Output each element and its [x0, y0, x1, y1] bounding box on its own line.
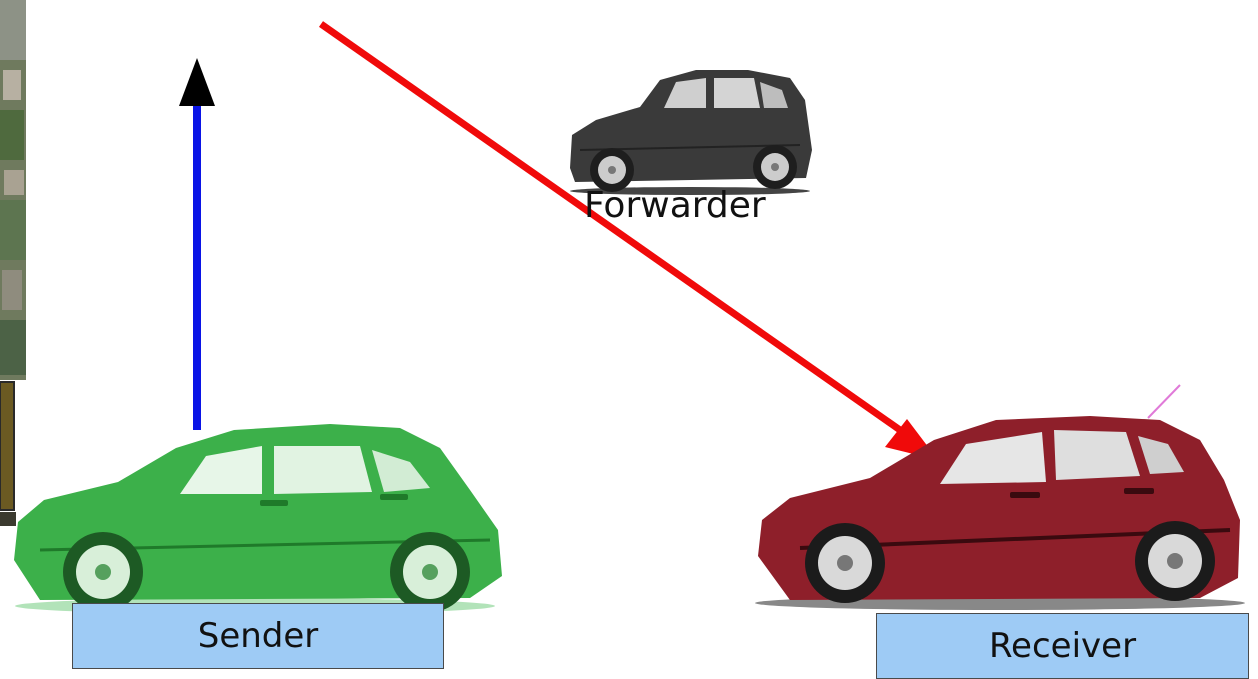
forwarder-car [570, 70, 812, 195]
red-arrow [318, 21, 938, 460]
sender-label: Sender [72, 603, 444, 669]
receiver-car [755, 384, 1245, 610]
aerial-photo-strip [0, 0, 26, 526]
blue-arrow [179, 58, 215, 430]
sender-car [14, 424, 502, 614]
forwarder-label: Forwarder [584, 185, 766, 226]
receiver-label: Receiver [876, 613, 1249, 679]
